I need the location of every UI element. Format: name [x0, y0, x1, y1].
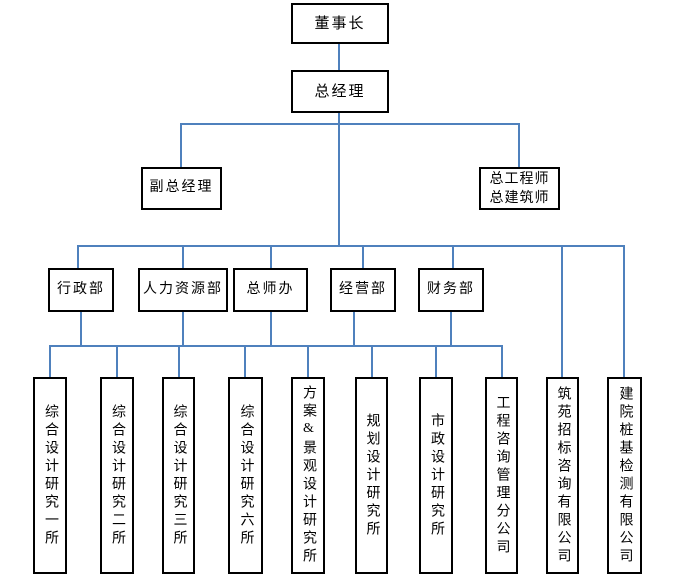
connector-drop-unit-2	[116, 345, 118, 377]
connector-drop-unit-5	[307, 345, 309, 377]
node-unit-scheme-landscape-design: 方案&景观设计研究所	[291, 377, 325, 574]
node-unit-planning-design: 规划设计研究所	[355, 377, 388, 574]
connector-gm-trunk	[338, 113, 340, 247]
node-unit-pile-testing: 建院桩基检测有限公司	[607, 377, 642, 574]
node-dept-human-resources: 人力资源部	[138, 268, 228, 312]
node-unit-zhuyuan-bidding: 筑苑招标咨询有限公司	[546, 377, 579, 574]
node-unit-municipal-design: 市政设计研究所	[419, 377, 453, 574]
connector-level2-branch	[180, 123, 520, 125]
node-chief-engineer-architect: 总工程师 总建筑师	[479, 167, 560, 210]
connector-drop-unit-6	[371, 345, 373, 377]
connector-drop-deputy-gm	[180, 123, 182, 167]
connector-drop-unit-8	[501, 345, 503, 377]
connector-drop-dept-5	[452, 245, 454, 268]
connector-drop-unit-4	[244, 345, 246, 377]
connector-chairman-gm	[338, 44, 340, 71]
connector-drop-dept-1	[77, 245, 79, 268]
node-dept-business: 经营部	[330, 268, 396, 312]
node-general-manager: 总经理	[291, 70, 389, 113]
connector-drop-dept-4	[362, 245, 364, 268]
node-chairman: 董事长	[291, 3, 389, 44]
connector-drop-dept-2	[182, 245, 184, 268]
connector-level3-branch	[77, 245, 625, 247]
node-dept-administration: 行政部	[48, 268, 114, 312]
connector-feed-dept-1	[80, 312, 82, 346]
node-deputy-general-manager: 副总经理	[141, 167, 222, 210]
node-unit-design-institute-6: 综合设计研究六所	[228, 377, 263, 574]
connector-drop-unit-10	[623, 245, 625, 377]
connector-feed-dept-3	[270, 312, 272, 346]
connector-drop-dept-3	[270, 245, 272, 268]
node-unit-design-institute-2: 综合设计研究二所	[100, 377, 134, 574]
node-unit-engineering-consulting: 工程咨询管理分公司	[485, 377, 518, 574]
connector-drop-unit-3	[178, 345, 180, 377]
node-dept-finance: 财务部	[418, 268, 484, 312]
connector-drop-unit-7	[435, 345, 437, 377]
node-dept-chief-engineer-office: 总师办	[233, 268, 308, 312]
connector-drop-chief-engineer	[518, 123, 520, 167]
connector-drop-unit-9	[561, 245, 563, 377]
connector-level4-branch	[49, 345, 503, 347]
connector-feed-dept-5	[450, 312, 452, 346]
node-unit-design-institute-1: 综合设计研究一所	[33, 377, 67, 574]
connector-feed-dept-4	[353, 312, 355, 346]
connector-feed-dept-2	[182, 312, 184, 346]
node-unit-design-institute-3: 综合设计研究三所	[162, 377, 195, 574]
connector-drop-unit-1	[49, 345, 51, 377]
